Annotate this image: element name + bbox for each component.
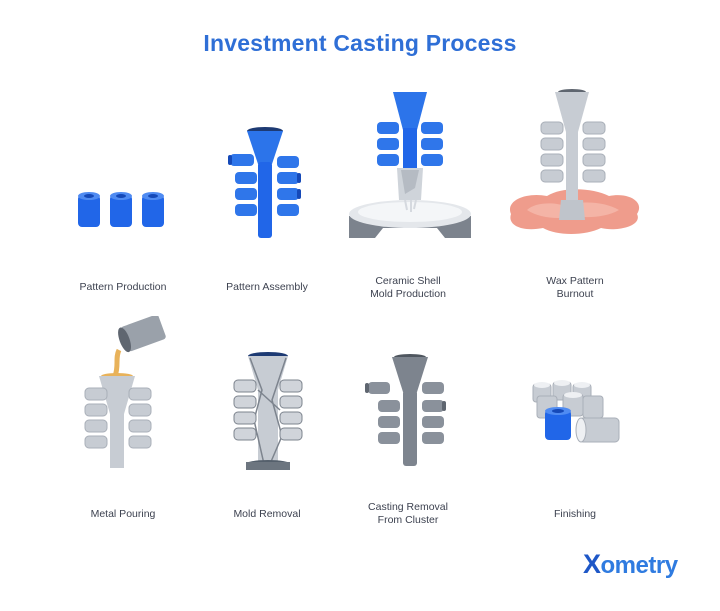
finishing-illustration	[532, 380, 620, 443]
xometry-logo: Xometry	[583, 549, 678, 580]
wax-pattern-1	[78, 192, 100, 227]
pattern-production-illustration	[78, 192, 164, 227]
wax-burnout-illustration	[509, 89, 640, 234]
ceramic-shell-illustration	[349, 92, 471, 238]
logo-wordmark: ometry	[600, 552, 679, 579]
stage-caption-finishing: Finishing	[553, 508, 597, 520]
stage-caption-pattern-production: Pattern Production	[79, 281, 167, 293]
pattern-assembly-illustration	[228, 127, 301, 238]
casting-removal-illustration	[365, 354, 446, 466]
stage-caption-mold-removal: Mold Removal	[233, 508, 301, 520]
wax-pattern-3	[142, 192, 164, 227]
page-title: Investment Casting Process	[203, 30, 517, 56]
logo-mark: X	[583, 549, 601, 579]
wax-pattern-2	[110, 192, 132, 227]
stage-caption-pattern-assembly: Pattern Assembly	[226, 281, 308, 293]
metal-pouring-illustration	[84, 316, 166, 468]
stage-caption-metal-pouring: Metal Pouring	[90, 508, 156, 520]
mold-removal-illustration	[233, 352, 303, 470]
